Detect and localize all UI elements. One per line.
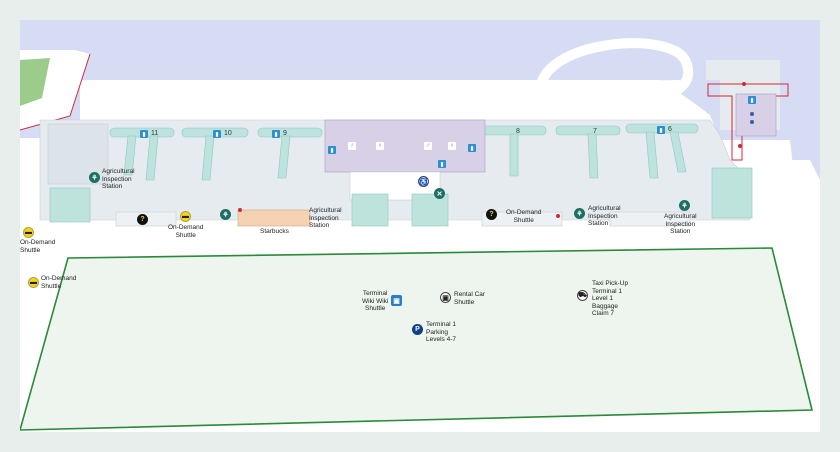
shuttle-label-2: On-Demand Shuttle [168, 224, 204, 239]
shuttle-label-4: On-Demand Shuttle [41, 275, 77, 290]
rental-car-shuttle-label: Rental Car Shuttle [454, 291, 486, 306]
accessibility-icon[interactable]: ♿ [418, 176, 429, 187]
restroom-marker [750, 120, 754, 124]
information-icon[interactable]: ? [137, 214, 148, 225]
marker-dot [556, 214, 560, 218]
marker-dot [742, 82, 746, 86]
gate-number-6: 6 [668, 126, 672, 133]
starbucks-label: Starbucks [260, 228, 289, 235]
restroom-icon[interactable]: ♀ [376, 142, 384, 150]
gate-icon: ▮ [213, 130, 221, 138]
agri-station-label-1: Agricultural Inspection Station [102, 168, 135, 190]
bus-icon[interactable]: ▣ [391, 295, 402, 306]
agricultural-inspection-icon[interactable]: ⚘ [220, 209, 231, 220]
bus-icon[interactable]: ▣ [440, 292, 451, 303]
information-icon[interactable]: ? [486, 209, 497, 220]
agri-station-label-2: Agricultural Inspection Station [309, 207, 342, 229]
taxi-icon[interactable]: ⛟ [577, 290, 588, 301]
marker-dot [238, 208, 242, 212]
agricultural-inspection-icon[interactable]: ⚘ [574, 208, 585, 219]
restricted-zone-east [707, 83, 789, 161]
loop-road [535, 38, 694, 99]
terminal-parking-label: Terminal 1 Parking Levels 4-7 [426, 321, 456, 343]
agricultural-inspection-icon[interactable]: ⚘ [679, 200, 690, 211]
map-canvas [20, 38, 820, 432]
east-stair-block [711, 167, 753, 219]
gate-icon: ▮ [140, 130, 148, 138]
shuttle-label-1: On-Demand Shuttle [20, 239, 56, 254]
west-stair-block [49, 187, 91, 223]
restroom-marker [750, 112, 754, 116]
east-restroom-block [735, 93, 777, 137]
restricted-zone-west [20, 53, 91, 131]
gate-icon: ▮ [272, 130, 280, 138]
center-stair-block-2 [411, 193, 449, 227]
gate-number-8: 8 [516, 128, 520, 135]
restroom-icon[interactable]: ♀ [448, 142, 456, 150]
gate-number-9: 9 [283, 130, 287, 137]
dining-icon[interactable]: ✕ [434, 188, 445, 199]
gate-number-10: 10 [224, 130, 232, 137]
restroom-icon[interactable]: ▮ [328, 146, 336, 154]
gate-bridges [109, 123, 699, 181]
family-restroom-icon[interactable]: ▮ [438, 160, 446, 168]
shuttle-icon[interactable]: ▬ [180, 211, 191, 222]
curbside-road [20, 228, 820, 232]
agri-station-label-3: Agricultural Inspection Station [588, 205, 621, 227]
parking-structure [20, 247, 814, 431]
agri-station-label-4: Agricultural Inspection Station [664, 213, 697, 235]
gate-number-11: 11 [151, 130, 159, 137]
restroom-icon[interactable]: ♂ [348, 142, 356, 150]
gate-number-7: 7 [593, 128, 597, 135]
gate-icon: ▮ [657, 126, 665, 134]
restroom-icon[interactable]: ▮ [468, 144, 476, 152]
grass-patch [20, 58, 50, 106]
land-top-strip [80, 80, 680, 104]
lobby-block-3 [609, 211, 691, 227]
starbucks-area [237, 209, 311, 227]
restroom-icon[interactable]: ♂ [424, 142, 432, 150]
taxi-pickup-label: Taxi Pick-Up Terminal 1 Level 1 Baggage … [592, 280, 629, 317]
shuttle-icon[interactable]: ▬ [23, 227, 34, 238]
parking-icon[interactable]: P [412, 324, 423, 335]
agricultural-inspection-icon[interactable]: ⚘ [89, 172, 100, 183]
wiki-wiki-shuttle-label: Terminal Wiki Wiki Shuttle [362, 290, 389, 312]
center-stair-block [351, 193, 389, 227]
airport-map[interactable]: ▮ 11 ▮ 10 ▮ 9 8 7 ▮ 6 ▮ ♂ ♀ ♂ ♀ ▮ ▮ ♿ ✕ … [20, 20, 820, 432]
shuttle-label-3: On-Demand Shuttle [506, 209, 542, 224]
east-shore [790, 160, 820, 228]
shuttle-icon[interactable]: ▬ [28, 277, 39, 288]
restroom-icon[interactable]: ▮ [748, 96, 756, 104]
lobby-block-2 [481, 211, 563, 227]
marker-dot [738, 144, 742, 148]
